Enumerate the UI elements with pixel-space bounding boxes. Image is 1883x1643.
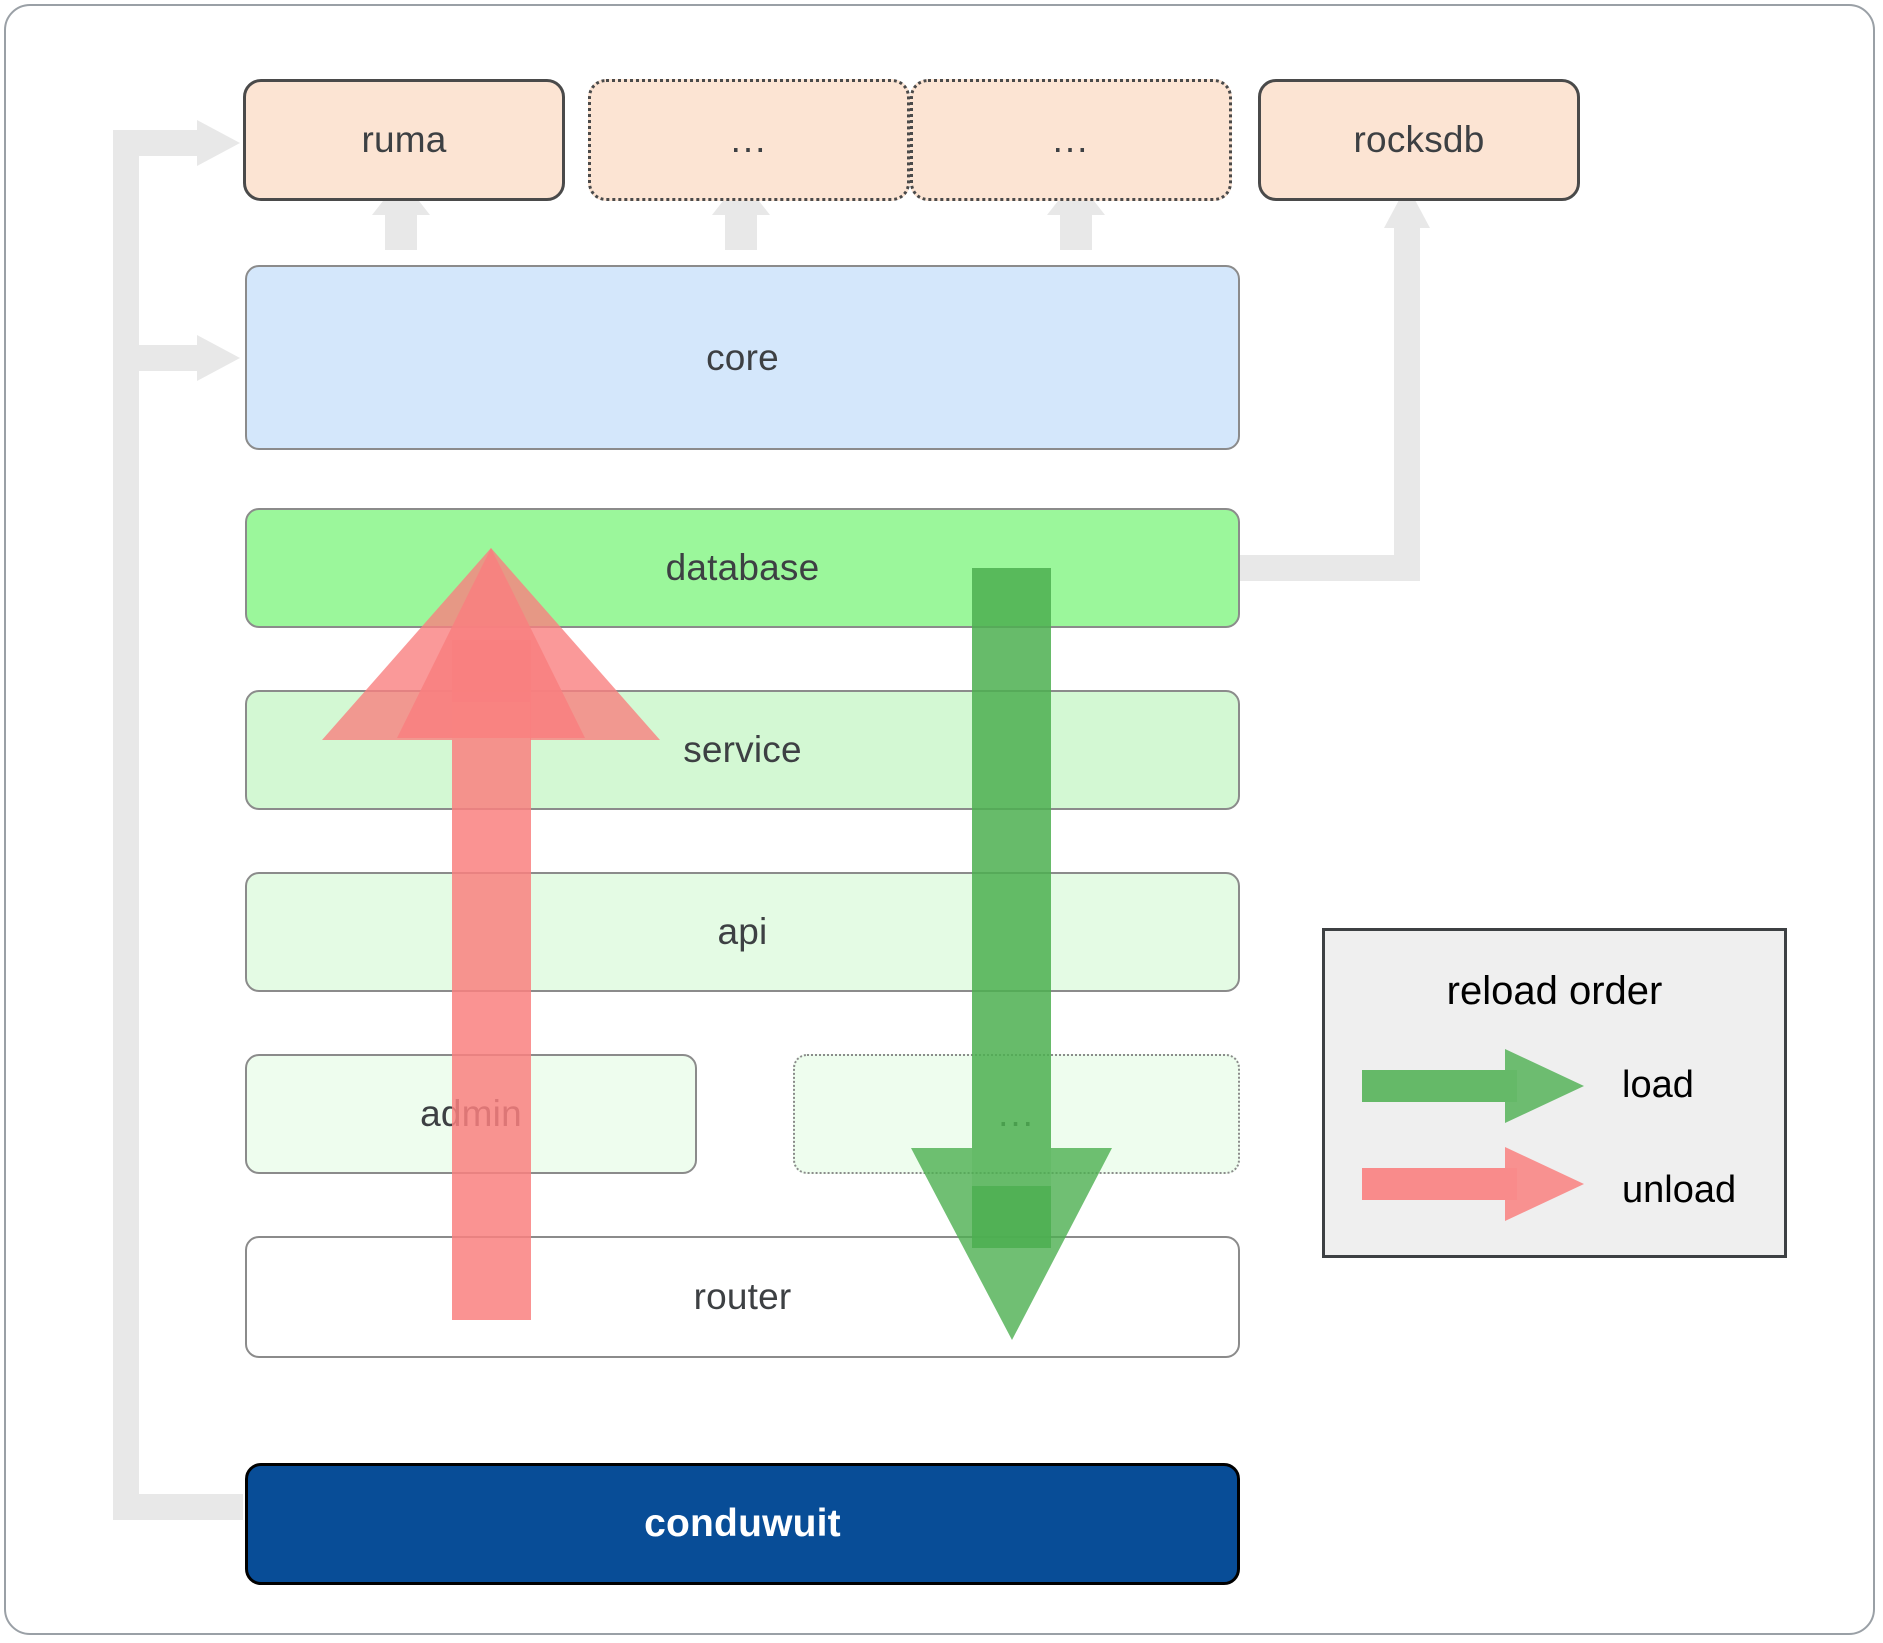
dependency-node-rocksdb[interactable]: rocksdb — [1258, 79, 1580, 201]
diagram-frame — [4, 4, 1875, 1635]
dependency-node-ruma[interactable]: ruma — [243, 79, 565, 201]
core-label: core — [706, 336, 779, 378]
dependency-label: ... — [1052, 118, 1090, 160]
core-node[interactable]: core — [245, 265, 1240, 450]
dependency-label: ... — [730, 118, 768, 160]
layer-node-api[interactable]: api — [245, 872, 1240, 992]
root-node-conduwuit[interactable]: conduwuit — [245, 1463, 1240, 1585]
layer-node-service[interactable]: service — [245, 690, 1240, 810]
sublayer-node-placeholder[interactable]: ... — [793, 1054, 1240, 1174]
sublayer-node-admin[interactable]: admin — [245, 1054, 697, 1174]
layer-label: database — [665, 547, 820, 588]
layer-label: service — [683, 729, 802, 770]
dependency-label: ruma — [361, 119, 447, 160]
legend-box: reload order load unload — [1322, 928, 1787, 1258]
router-node[interactable]: router — [245, 1236, 1240, 1358]
dependency-node-placeholder-1[interactable]: ... — [588, 79, 910, 201]
legend-title: reload order — [1446, 969, 1663, 1013]
router-label: router — [693, 1276, 792, 1317]
legend-label-load: load — [1622, 1064, 1694, 1106]
legend-label-unload: unload — [1622, 1169, 1737, 1211]
sublayer-label: admin — [420, 1093, 522, 1134]
dependency-node-placeholder-2[interactable]: ... — [910, 79, 1232, 201]
sublayer-label: ... — [998, 1092, 1035, 1134]
layer-label: api — [717, 911, 768, 952]
layer-node-database[interactable]: database — [245, 508, 1240, 628]
dependency-label: rocksdb — [1353, 119, 1485, 160]
root-label: conduwuit — [644, 1502, 841, 1545]
